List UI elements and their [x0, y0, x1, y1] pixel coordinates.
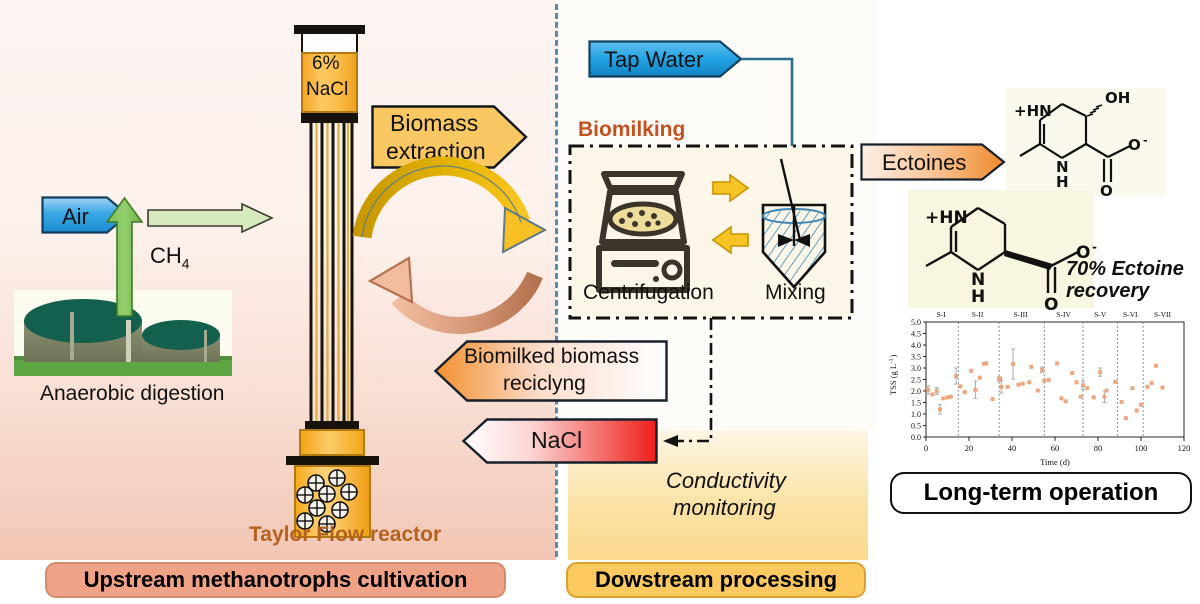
svg-text:1.5: 1.5 — [911, 399, 921, 408]
biomass-extraction-line1: Biomass — [390, 110, 479, 136]
svg-text:40: 40 — [1008, 443, 1017, 453]
biomass-extraction-line2: extraction — [386, 138, 486, 164]
svg-text:1.0: 1.0 — [911, 410, 921, 419]
svg-text:5.0: 5.0 — [911, 318, 921, 327]
svg-text:TSS (g L: TSS (g L — [888, 364, 898, 395]
tss-chart-svg: S-I S-II S-III S-IV S-V S-VI S-VII 0.0 0.5 1.0 1.5… — [888, 310, 1191, 467]
upstream-banner: Upstream methanotrophs cultivation — [45, 562, 506, 598]
svg-text:0: 0 — [924, 443, 928, 453]
svg-text:S-I: S-I — [936, 310, 946, 319]
long-term-operation-box: Long-term operation — [890, 472, 1192, 514]
svg-text:S-VII: S-VII — [1154, 310, 1172, 319]
reactor-flange — [286, 456, 379, 465]
flask-top-cap — [294, 25, 365, 34]
svg-text:4.5: 4.5 — [911, 330, 921, 339]
air-label: Air — [62, 204, 89, 229]
hydroxyectoine-structure-background — [1006, 88, 1166, 196]
svg-text:S-III: S-III — [1014, 310, 1029, 319]
flask-nacl-line1: 6% — [312, 53, 340, 74]
panel-divider — [555, 4, 558, 557]
methane-arrow — [105, 196, 145, 318]
svg-text:2.0: 2.0 — [911, 387, 921, 396]
anaerobic-digestion-caption: Anaerobic digestion — [40, 382, 225, 405]
conductivity-monitoring-line2: monitoring — [673, 495, 776, 520]
methane-label: CH4 — [150, 243, 190, 271]
svg-text:S-VI: S-VI — [1123, 310, 1138, 319]
svg-text:Time (d): Time (d) — [1040, 457, 1070, 467]
flask-nacl-line2: NaCl — [306, 79, 349, 100]
svg-text:S-II: S-II — [972, 310, 984, 319]
svg-text:2.5: 2.5 — [911, 376, 921, 385]
svg-text:20: 20 — [965, 443, 974, 453]
upstream-banner-label: Upstream methanotrophs cultivation — [83, 567, 468, 592]
flask-bottom-cap — [301, 113, 358, 123]
svg-text:0.5: 0.5 — [911, 422, 921, 431]
svg-text:3.0: 3.0 — [911, 364, 921, 373]
gas-feed-arrow — [146, 202, 274, 234]
ectoines-label: Ectoines — [882, 150, 967, 175]
methane-text: CH — [150, 243, 182, 268]
svg-text:S-V: S-V — [1094, 310, 1107, 319]
svg-text:100: 100 — [1135, 443, 1148, 453]
ectoines-arrow — [860, 143, 1006, 181]
upstream-background — [0, 0, 556, 560]
reactor-tube-collar — [305, 421, 359, 429]
reactor-upper-block — [299, 429, 365, 456]
downstream-banner: Dowstream processing — [566, 562, 866, 598]
biomilking-label: Biomilking — [578, 118, 686, 141]
centrifugation-label: Centrifugation — [583, 281, 714, 304]
ectoine-recovery-line2: recovery — [1066, 280, 1150, 302]
nacl-recycle-arrow — [461, 418, 658, 464]
tap-water-label: Tap Water — [604, 47, 704, 72]
svg-text:S-IV: S-IV — [1056, 310, 1071, 319]
svg-text:-1: -1 — [889, 359, 895, 364]
nacl-recycle-label: NaCl — [531, 427, 583, 453]
svg-text:4.0: 4.0 — [911, 341, 921, 350]
flask-nacl-body — [301, 52, 358, 113]
conductivity-monitoring-line1: Conductivity — [666, 468, 786, 493]
svg-text:0.0: 0.0 — [911, 433, 921, 442]
svg-text:60: 60 — [1051, 443, 1060, 453]
svg-text:3.5: 3.5 — [911, 353, 921, 362]
biomilked-biomass-line2: reciclyng — [503, 372, 586, 395]
taylor-flow-reactor-caption: Taylor Flow reactor — [249, 523, 442, 546]
tap-water-arrow — [588, 40, 743, 78]
tss-scatter-chart: S-I S-II S-III S-IV S-V S-VI S-VII 0.0 0.5 1.0 1.5… — [886, 302, 1194, 474]
biomilked-biomass-line1: Biomilked biomass — [464, 345, 640, 368]
ectoine-recovery-line1: 70% Ectoine — [1066, 258, 1184, 280]
svg-text:80: 80 — [1094, 443, 1103, 453]
svg-text:120: 120 — [1178, 443, 1191, 453]
svg-text:): ) — [888, 355, 898, 358]
downstream-banner-label: Dowstream processing — [594, 567, 838, 592]
methane-subscript: 4 — [181, 255, 190, 272]
long-term-operation-label: Long-term operation — [923, 479, 1159, 506]
biomilked-biomass-recycling-arrow — [433, 340, 668, 402]
mixing-label: Mixing — [765, 281, 826, 304]
flask-neck — [301, 34, 358, 52]
